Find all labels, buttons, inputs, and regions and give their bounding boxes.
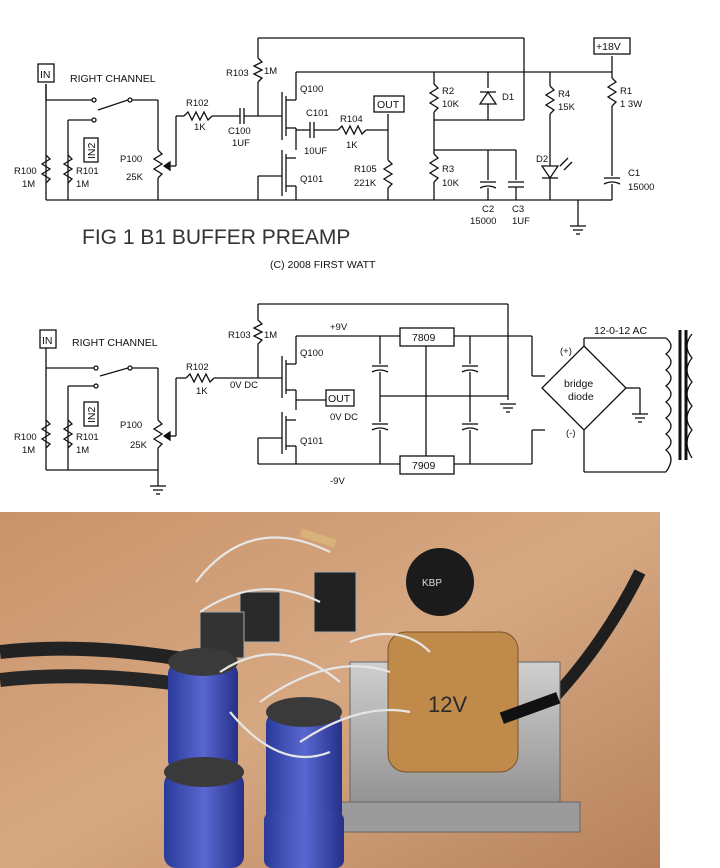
r102-ref: R102 [186, 98, 209, 109]
c100-val: 1UF [232, 138, 250, 149]
out-label: OUT [377, 99, 400, 111]
r3-val: 10K [442, 178, 460, 189]
r103-ref: R103 [226, 68, 249, 79]
d2-label: D2 [536, 154, 548, 165]
c101-val: 10UF [304, 146, 327, 157]
r1-val: 1 3W [620, 99, 642, 110]
reg-neg-label: 7909 [412, 460, 436, 472]
transformer-marking: 12V [428, 692, 467, 717]
regulator-2 [313, 571, 357, 633]
transformer: 12V [339, 631, 581, 833]
in-label: IN [40, 69, 51, 81]
build-photo: 12V KBP [0, 512, 720, 868]
bridge-label-1: bridge [564, 378, 593, 390]
copyright: (C) 2008 FIRST WATT [270, 259, 376, 271]
r101-val: 1M [76, 179, 89, 190]
channel-label-2: RIGHT CHANNEL [72, 337, 158, 349]
reg-neg-box [399, 455, 455, 475]
reg-pos-box [399, 327, 455, 347]
r101-ref: R101 [76, 166, 99, 177]
r100-val: 1M [22, 179, 35, 190]
resistor [299, 528, 337, 548]
r100-val-2: 1M [22, 445, 35, 456]
neg-rail-label: -9V [330, 476, 345, 487]
c2-ref: C2 [482, 204, 494, 215]
in-box-2 [39, 329, 57, 349]
dc-label-1: 0V DC [230, 380, 258, 391]
bridge-minus: (-) [566, 428, 576, 439]
r1-ref: R1 [620, 86, 632, 97]
reg-pos-label: 7809 [412, 332, 436, 344]
q100-label: Q100 [300, 84, 323, 95]
r101-val-2: 1M [76, 445, 89, 456]
out-box-2 [325, 389, 355, 407]
r104-ref: R104 [340, 114, 363, 125]
r105-ref: R105 [354, 164, 377, 175]
r3-ref: R3 [442, 164, 454, 175]
r102-ref-2: R102 [186, 362, 209, 373]
r104-val: 1K [346, 140, 358, 151]
in-box [37, 63, 55, 83]
r103-ref-2: R103 [228, 330, 251, 341]
r100-ref-2: R100 [14, 432, 37, 443]
q101-label: Q101 [300, 174, 323, 185]
r102-val: 1K [194, 122, 206, 133]
in2-label: IN2 [86, 143, 98, 160]
bridge-rectifier: KBP [406, 548, 474, 616]
r103-val-2: 1M [264, 330, 277, 341]
schematic-fig1: IN RIGHT CHANNEL IN2 OUT +18V R100 1M R1… [14, 37, 654, 271]
c100-ref: C100 [228, 126, 251, 137]
r2-ref: R2 [442, 86, 454, 97]
r101-ref-2: R101 [76, 432, 99, 443]
r105-val: 221K [354, 178, 377, 189]
capacitors [164, 648, 344, 868]
in2-box-2 [83, 401, 99, 427]
c101-ref: C101 [306, 108, 329, 119]
ac-label: 12-0-12 AC [594, 325, 648, 337]
q101-label-2: Q101 [300, 436, 323, 447]
bridge-plus: (+) [560, 346, 572, 357]
d1-label: D1 [502, 92, 514, 103]
c1-val: 15000 [628, 182, 654, 193]
out-box [373, 95, 405, 113]
q100-label-2: Q100 [300, 348, 323, 359]
r102-val-2: 1K [196, 386, 208, 397]
r100-ref: R100 [14, 166, 37, 177]
c3-val: 1UF [512, 216, 530, 227]
p100-val: 25K [126, 172, 144, 183]
schematic-fig2: IN RIGHT CHANNEL IN2 OUT R100 1M R101 1M… [14, 303, 693, 495]
bridge-label-2: diode [568, 391, 594, 403]
pos-rail-label: +9V [330, 322, 348, 333]
p100-ref: P100 [120, 154, 142, 165]
p100-val-2: 25K [130, 440, 148, 451]
r2-val: 10K [442, 99, 460, 110]
dc-label-2: 0V DC [330, 412, 358, 423]
c3-ref: C3 [512, 204, 524, 215]
r103-val: 1M [264, 66, 277, 77]
p100-ref-2: P100 [120, 420, 142, 431]
figure-caption: FIG 1 B1 BUFFER PREAMP [82, 226, 350, 249]
c1-ref: C1 [628, 168, 640, 179]
channel-label: RIGHT CHANNEL [70, 73, 156, 85]
in-label-2: IN [42, 335, 53, 347]
bridge-marking: KBP [422, 578, 442, 589]
wiring [195, 536, 431, 759]
in2-box [83, 137, 99, 163]
supply-box [593, 37, 631, 55]
r4-ref: R4 [558, 89, 570, 100]
c2-val: 15000 [470, 216, 496, 227]
r4-val: 15K [558, 102, 576, 113]
supply-label: +18V [596, 41, 621, 53]
regulator-1 [239, 591, 281, 643]
in2-label-2: IN2 [86, 407, 98, 424]
out-label-2: OUT [328, 393, 351, 405]
